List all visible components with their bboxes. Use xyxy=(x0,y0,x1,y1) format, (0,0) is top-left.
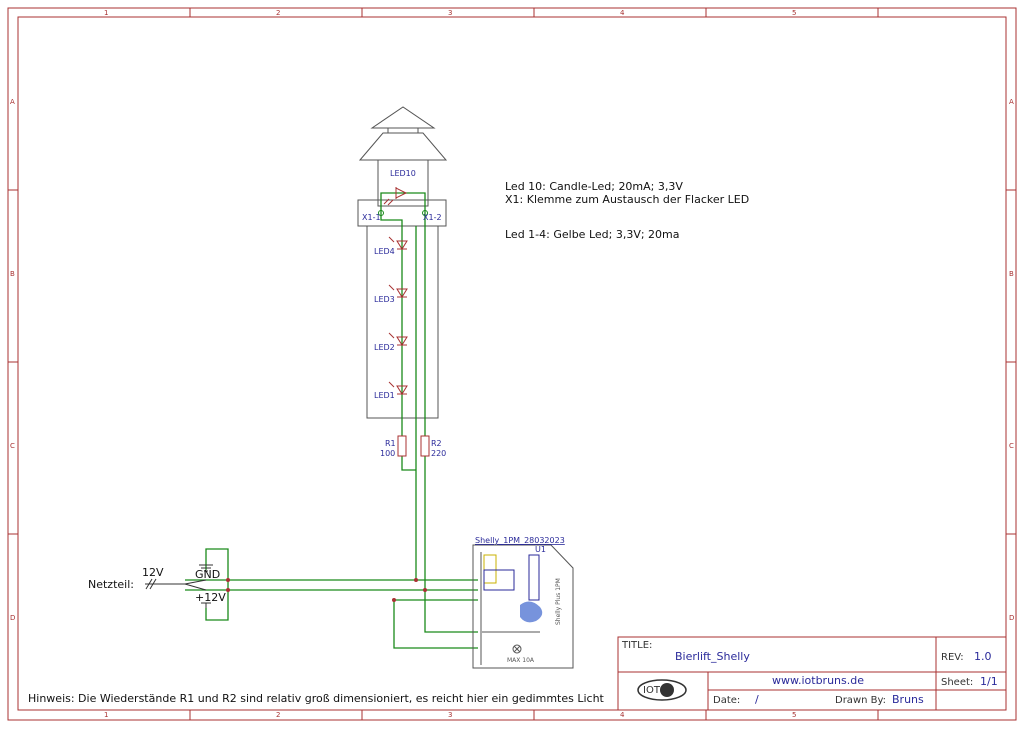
plus12v-label: +12V xyxy=(195,591,226,604)
sheet-value: 1/1 xyxy=(980,675,998,688)
col-label-bottom-4: 4 xyxy=(620,711,625,719)
col-label-bottom-1: 1 xyxy=(104,711,108,719)
frame-column-labels: 1 2 3 4 5 1 2 3 4 5 xyxy=(104,9,796,719)
col-label-bottom-5: 5 xyxy=(792,711,796,719)
rev-value: 1.0 xyxy=(974,650,992,663)
title-block xyxy=(617,636,1007,711)
col-label-top-2: 2 xyxy=(276,9,280,17)
hint-note: Hinweis: Die Wiederstände R1 und R2 sind… xyxy=(28,692,605,705)
led10-label: LED10 xyxy=(390,169,416,178)
col-label-top-5: 5 xyxy=(792,9,796,17)
r2-name-label: R2 xyxy=(431,439,442,448)
shelly-ref-label: U1 xyxy=(535,545,546,554)
title-label: TITLE: xyxy=(621,640,652,651)
r1-value-label: 100 xyxy=(380,449,395,458)
r1-name-label: R1 xyxy=(385,439,396,448)
sheet-label: Sheet: xyxy=(941,677,973,688)
shelly-brand-label: Shelly Plus 1PM xyxy=(555,578,562,625)
x1-1-label: X1-1 xyxy=(362,213,381,222)
led3-label: LED3 xyxy=(374,295,395,304)
shelly-max-label: MAX 10A xyxy=(507,657,535,664)
led2-symbol xyxy=(388,332,408,346)
title-value: Bierlift_Shelly xyxy=(675,650,750,663)
r1-symbol xyxy=(397,435,407,457)
col-label-top-1: 1 xyxy=(104,9,108,17)
connector-x1 xyxy=(378,210,428,216)
date-value: / xyxy=(755,693,759,706)
row-label-right-a: A xyxy=(1009,98,1014,106)
rev-label: REV: xyxy=(941,652,964,663)
website-value: www.iotbruns.de xyxy=(772,674,864,687)
row-label-right-c: C xyxy=(1009,442,1014,450)
drawing-frame xyxy=(7,7,1017,721)
led1-label: LED1 xyxy=(374,391,395,400)
iot-logo xyxy=(637,679,687,701)
row-label-left-d: D xyxy=(10,614,15,622)
col-label-top-3: 3 xyxy=(448,9,452,17)
col-label-bottom-2: 2 xyxy=(276,711,280,719)
gnd-label: GND xyxy=(195,568,220,581)
led1-symbol xyxy=(388,381,408,395)
row-label-left-a: A xyxy=(10,98,15,106)
row-label-right-b: B xyxy=(1009,270,1014,278)
frame-row-labels: A B C D A B C D xyxy=(10,98,1014,622)
led2-label: LED2 xyxy=(374,343,395,352)
logo-text: IOT xyxy=(643,685,661,696)
r2-symbol xyxy=(420,435,430,457)
note-line-3: Led 1-4: Gelbe Led; 3,3V; 20ma xyxy=(505,228,680,241)
shelly-name-label: Shelly_1PM_28032023 xyxy=(475,536,565,545)
note-line-2: X1: Klemme zum Austausch der Flacker LED xyxy=(505,193,749,206)
col-label-top-4: 4 xyxy=(620,9,625,17)
x1-2-label: X1-2 xyxy=(423,213,442,222)
r2-value-label: 220 xyxy=(431,449,446,458)
led10-symbol xyxy=(383,187,408,206)
power-supply-symbol xyxy=(145,564,213,608)
row-label-right-d: D xyxy=(1009,614,1014,622)
note-line-1: Led 10: Candle-Led; 20mA; 3,3V xyxy=(505,180,683,193)
col-label-bottom-3: 3 xyxy=(448,711,452,719)
drawn-by-label: Drawn By: xyxy=(835,695,886,706)
power-voltage-label: 12V xyxy=(142,566,164,579)
shelly-module xyxy=(472,544,574,669)
drawn-by-value: Bruns xyxy=(892,693,924,706)
wiring xyxy=(185,192,478,649)
date-label: Date: xyxy=(713,695,740,706)
row-label-left-b: B xyxy=(10,270,15,278)
row-label-left-c: C xyxy=(10,442,15,450)
led4-label: LED4 xyxy=(374,247,395,256)
power-supply-label: Netzteil: xyxy=(88,578,134,591)
led4-symbol xyxy=(388,236,408,250)
led3-symbol xyxy=(388,284,408,298)
